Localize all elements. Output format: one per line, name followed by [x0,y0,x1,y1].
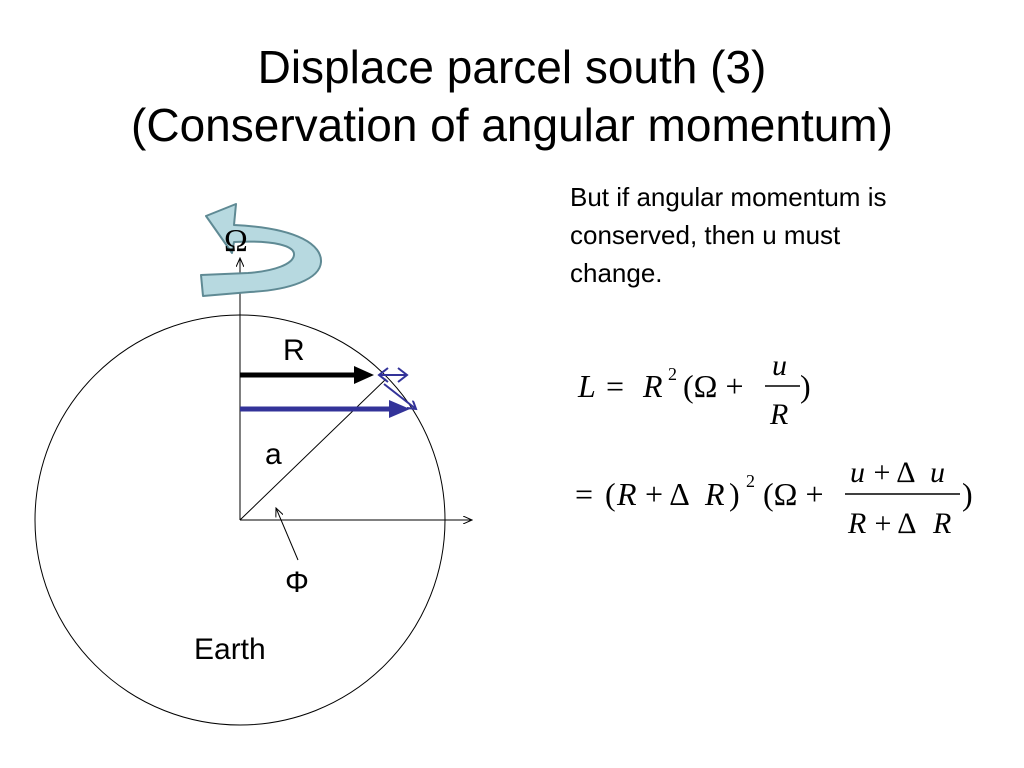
eq2-num-u: u [850,456,865,489]
explanation-line-2: conserved, then u must [570,220,841,250]
explanation-line-1: But if angular momentum is [570,182,887,212]
explanation-text: But if angular momentum is conserved, th… [570,178,1000,292]
phi-pointer-line [276,508,299,561]
eq2-base-r2: R [704,476,725,512]
eq2-exponent: 2 [746,471,755,491]
eq2-den-delta: + Δ [867,507,917,540]
eq2-open: (Ω + [763,476,823,512]
eq2-equals: = [575,476,593,512]
eq2-base-delta: + Δ [637,476,690,512]
eq2-num-u2: u [930,456,945,489]
eq2-den-r: R [847,507,866,540]
omega-label: Ω [224,222,248,258]
parcel-motion-arrows [377,367,416,409]
earth-label: Earth [194,633,266,666]
slide-title: Displace parcel south (3) (Conservation … [0,38,1024,154]
rotation-arrow-icon [200,203,323,297]
equation-1: L = R 2 (Ω + u R ) [577,349,811,431]
eq2-base-r: R [616,476,637,512]
r-label: R [283,334,305,367]
eq1-close: ) [800,368,811,404]
eq1-r: R [642,368,663,404]
r-arrow [240,366,374,384]
eq1-lhs: L [577,368,596,404]
eq2-num-delta: + Δ [866,456,916,489]
eq1-numerator: u [772,349,787,382]
eq1-denominator: R [769,398,788,431]
phi-label: Φ [285,566,309,599]
title-line-1: Displace parcel south (3) [257,41,767,93]
equation-2: = ( R + Δ R ) 2 (Ω + u + Δ u R + Δ R ) [575,456,973,540]
eq1-equals: = [606,368,624,404]
eq2-base-open: ( [605,476,616,512]
a-label: a [265,438,282,471]
displaced-r-arrow [240,400,410,418]
eq2-close: ) [962,476,973,512]
explanation-line-3: change. [570,258,663,288]
radius-line-a [239,378,387,521]
eq2-den-r2: R [932,507,951,540]
eq1-exponent: 2 [668,364,677,384]
eq1-open: (Ω + [683,368,743,404]
eq2-base-close: ) [729,476,740,512]
title-line-2: (Conservation of angular momentum) [131,99,893,151]
